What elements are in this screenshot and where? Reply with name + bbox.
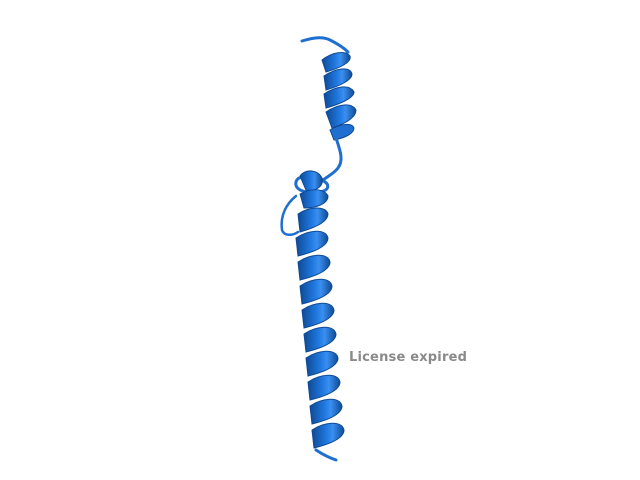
loop-linker <box>280 136 343 236</box>
license-expired-watermark: License expired <box>349 350 468 365</box>
helix-upper <box>300 36 357 141</box>
helix-lower <box>295 207 345 462</box>
